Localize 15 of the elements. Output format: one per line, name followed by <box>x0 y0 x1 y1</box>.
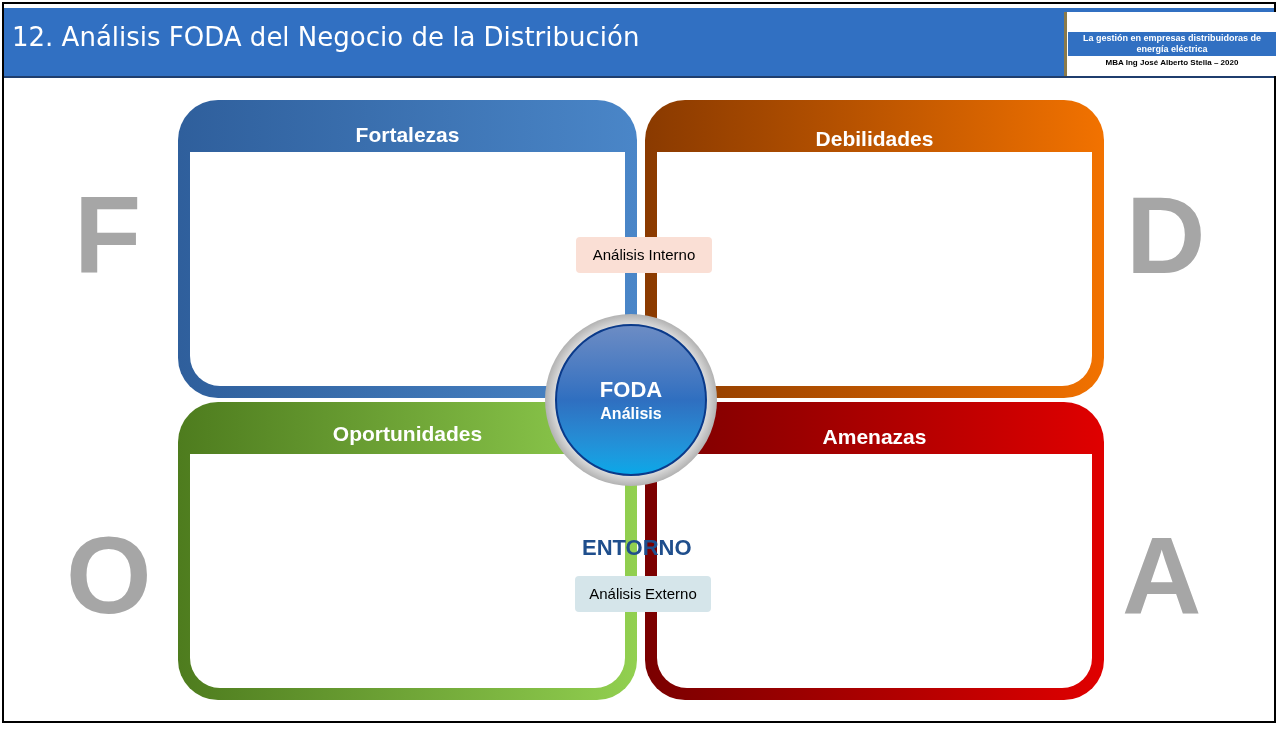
quadrant-letter: A <box>1122 520 1202 630</box>
circle-subtitle: Análisis <box>600 403 662 424</box>
analysis-tag: Análisis Interno <box>576 237 712 273</box>
page-title: 12. Análisis FODA del Negocio de la Distribución <box>12 24 640 50</box>
quadrant-heading: Amenazas <box>822 426 927 447</box>
quadrant-letter: F <box>74 180 142 290</box>
quadrant-heading: Oportunidades <box>332 423 483 444</box>
analysis-tag: Análisis Externo <box>575 576 711 612</box>
quadrant-heading: Debilidades <box>815 128 934 149</box>
circle-title: FODA <box>599 376 663 404</box>
author-line: MBA Ing José Alberto Stella – 2020 <box>1104 59 1240 67</box>
quadrant-letter: O <box>66 520 152 630</box>
quadrant-letter: D <box>1126 180 1206 290</box>
course-name: La gestión en empresas distribuidoras de energía eléctrica <box>1068 32 1276 56</box>
quadrant-heading: Fortalezas <box>355 124 460 145</box>
